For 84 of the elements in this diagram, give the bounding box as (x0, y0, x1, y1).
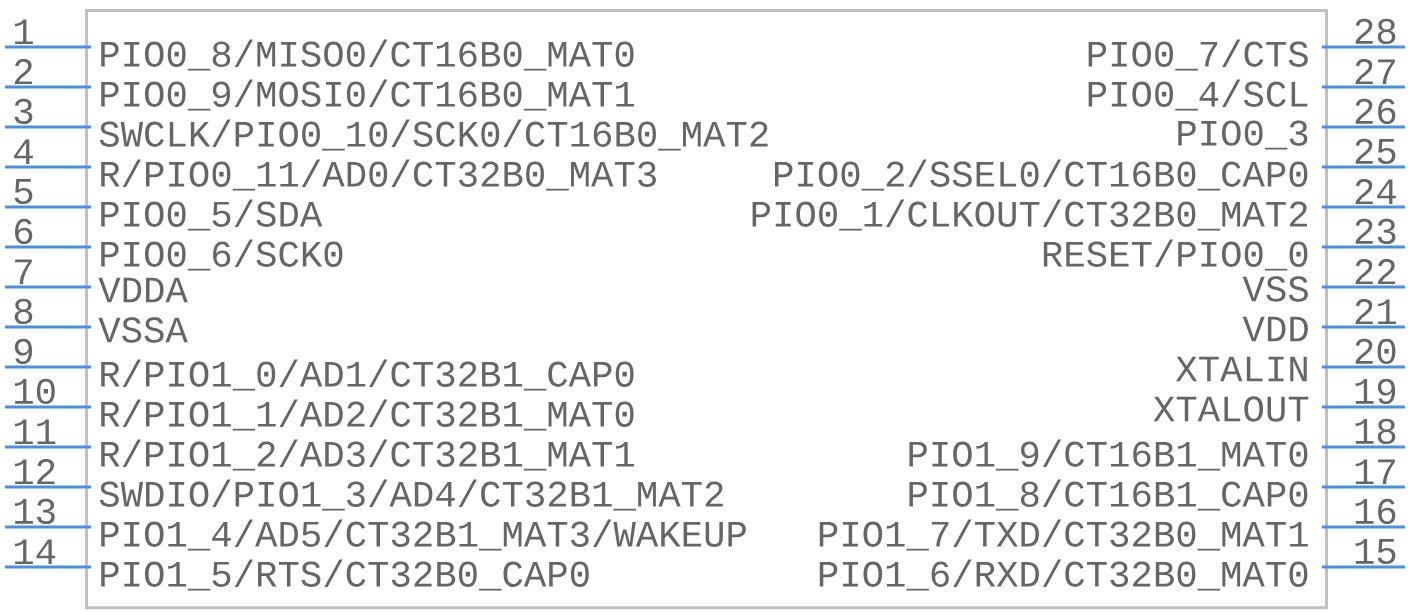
pin-number: 2 (14, 59, 33, 85)
pin-name: SWDIO/PIO1_3/AD4/CT32B1_MAT2 (99, 479, 723, 511)
pin-number: 14 (15, 539, 56, 565)
pin-line (1321, 365, 1405, 369)
pin-line (5, 245, 91, 249)
pin-line (1321, 205, 1405, 209)
pin-line (5, 85, 91, 89)
pin-number: 3 (14, 98, 33, 125)
pin-line (1321, 445, 1405, 449)
pin-number: 4 (14, 139, 33, 165)
pin-number: 20 (1355, 338, 1396, 365)
pin-line (5, 325, 91, 329)
pin-name: R/PIO1_1/AD2/CT32B1_MAT0 (101, 399, 634, 431)
pin-name: XTALOUT (1153, 396, 1309, 422)
pin-name: PIO0_8/MISO0/CT16B0_MAT0 (101, 39, 634, 71)
pin-line (1321, 245, 1405, 249)
pin-number: 7 (15, 259, 32, 285)
pin-number: 9 (14, 338, 33, 365)
pin-line (5, 365, 91, 369)
pin-number: 10 (15, 378, 55, 405)
pin-name: PIO1_4/AD5/CT32B1_MAT3/WAKEUP (101, 519, 746, 551)
pin-line (1321, 45, 1405, 49)
pin-name: PIO1_8/CT16B1_CAP0 (909, 479, 1308, 511)
pin-name: PIO1_5/RTS/CT32B0_CAP0 (101, 559, 589, 591)
pin-name: R/PIO0_11/AD0/CT32B0_MAT3 (101, 159, 656, 191)
pin-number: 27 (1355, 59, 1395, 85)
pin-line (5, 45, 91, 49)
pin-name: SWCLK/PIO0_10/SCK0/CT16B0_MAT2 (99, 119, 768, 151)
pin-number: 19 (1355, 378, 1396, 405)
pin-line (5, 405, 91, 409)
pin-number: 24 (1355, 179, 1396, 205)
pin-line (1321, 565, 1405, 569)
pin-number: 13 (15, 498, 55, 525)
pin-number: 17 (1355, 459, 1395, 485)
pin-name: PIO1_9/CT16B1_MAT0 (909, 439, 1308, 471)
pin-line (5, 485, 91, 489)
pin-name: R/PIO1_2/AD3/CT32B1_MAT1 (101, 439, 635, 471)
pin-line (1321, 485, 1405, 489)
pin-number: 15 (1355, 539, 1396, 565)
pin-line (1321, 525, 1405, 529)
pin-number: 22 (1355, 259, 1396, 285)
pin-line (1321, 325, 1405, 329)
pin-name: PIO0_2/SSEL0/CT16B0_CAP0 (775, 159, 1308, 191)
pin-line (5, 285, 91, 289)
pin-line (1321, 125, 1405, 129)
pin-line (5, 565, 91, 569)
pin-line (5, 205, 91, 209)
pin-line (5, 525, 91, 529)
pin-name: VDDA (98, 277, 188, 303)
pin-name: R/PIO1_0/AD1/CT32B1_CAP0 (101, 359, 634, 391)
pin-name: PIO0_5/SDA (101, 199, 323, 231)
pin-line (1321, 85, 1405, 89)
pin-name: VSSA (98, 317, 188, 343)
pin-number: 1 (15, 19, 33, 45)
pin-number: 16 (1355, 498, 1396, 525)
pin-number: 11 (15, 419, 56, 445)
pin-name: PIO0_3 (1178, 120, 1308, 150)
pin-name: RESET/PIO0_0 (1043, 239, 1308, 271)
pin-number: 5 (14, 179, 33, 205)
pin-line (5, 445, 91, 449)
pin-number: 25 (1355, 138, 1396, 165)
pin-name: XTALIN (1175, 356, 1307, 382)
pin-line (1321, 285, 1405, 289)
pin-number: 12 (15, 459, 55, 485)
pin-name: PIO1_6/RXD/CT32B0_MAT0 (819, 559, 1308, 591)
pin-name: VDD (1242, 316, 1308, 342)
pin-number: 8 (14, 298, 33, 325)
pin-line (1321, 405, 1405, 409)
pin-name: VSS (1242, 276, 1308, 302)
pin-number: 6 (15, 218, 33, 245)
pin-name: PIO0_9/MOSI0/CT16B0_MAT1 (101, 79, 635, 111)
pin-number: 26 (1355, 98, 1396, 125)
pin-number: 18 (1355, 418, 1396, 445)
pin-name: PIO1_7/TXD/CT32B0_MAT1 (819, 519, 1308, 551)
pin-number: 21 (1355, 299, 1396, 325)
pin-name: PIO0_1/CLKOUT/CT32B0_MAT2 (752, 199, 1307, 231)
pin-line (1321, 165, 1405, 169)
pin-line (5, 165, 91, 169)
pin-name: PIO0_7/CTS (1088, 39, 1308, 71)
pin-number: 23 (1355, 218, 1396, 245)
pin-line (5, 125, 91, 129)
pin-name: PIO0_4/SCL (1088, 79, 1308, 111)
pin-number: 28 (1355, 18, 1396, 45)
pin-name: PIO0_6/SCK0 (101, 239, 343, 271)
